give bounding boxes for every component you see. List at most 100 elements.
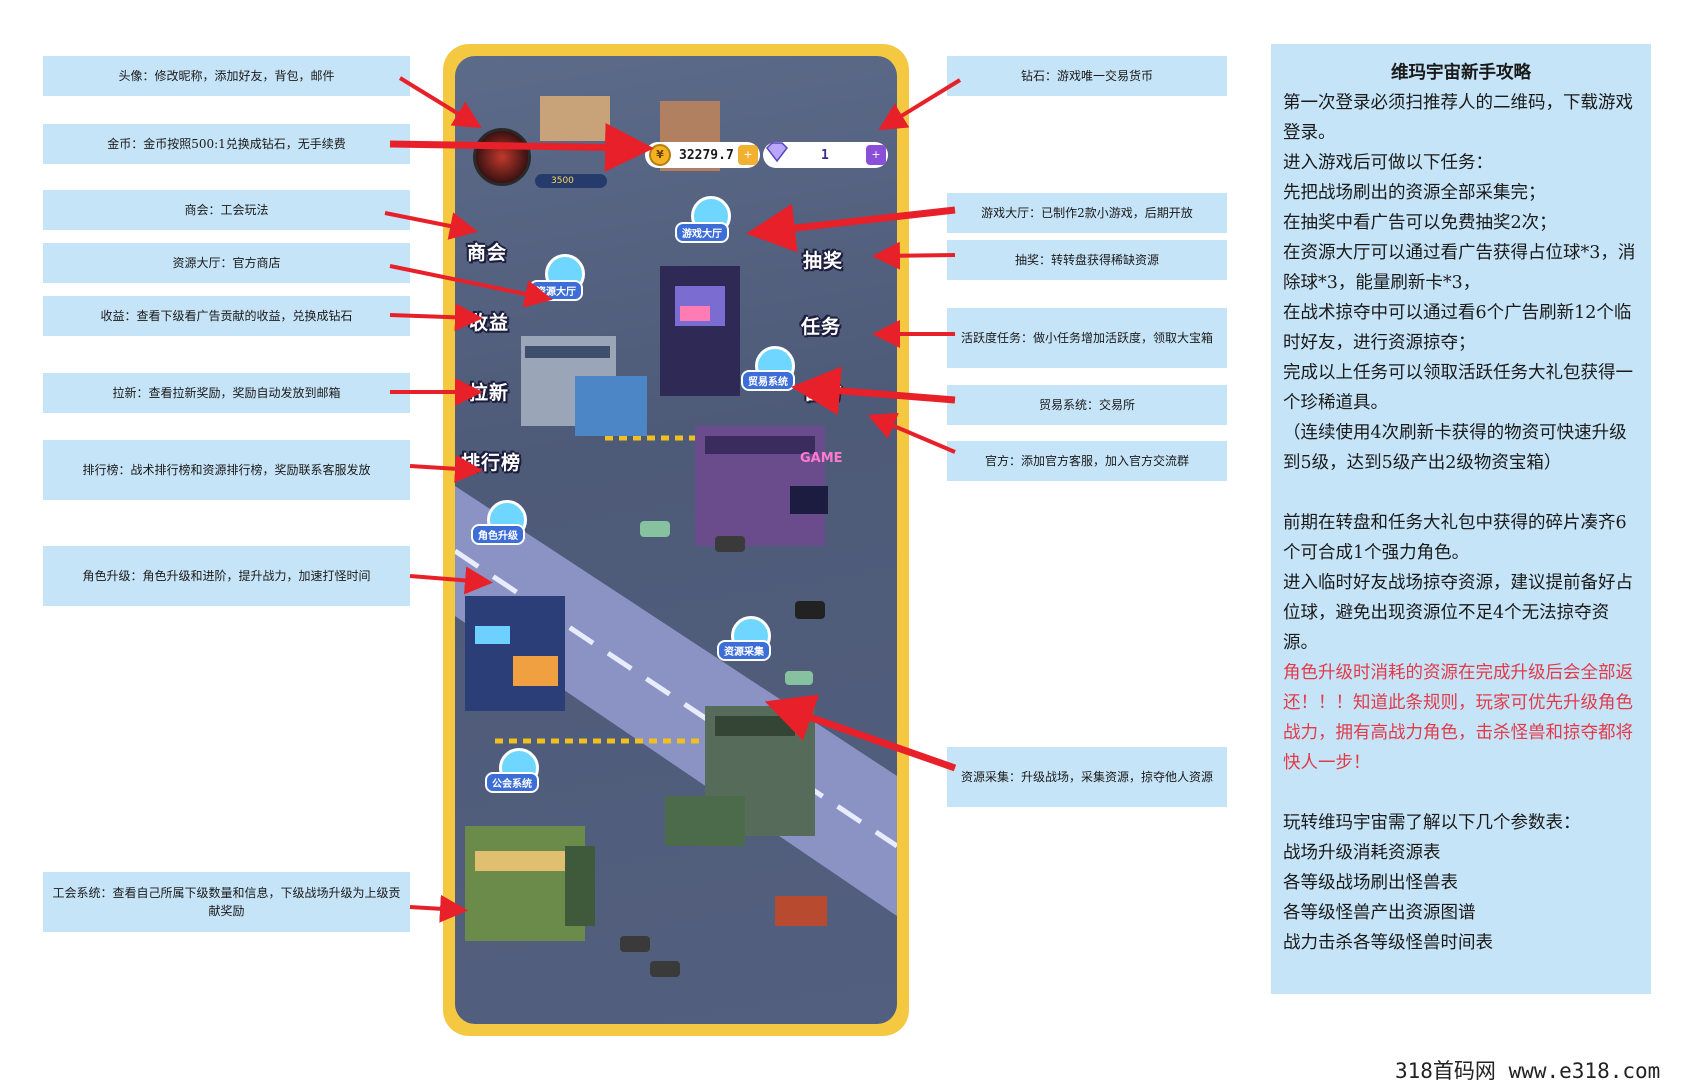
label-invite: 拉新：查看拉新奖励，奖励自动发放到邮箱 xyxy=(43,373,410,413)
tasks-button-label: 任务 xyxy=(801,316,842,338)
income-button[interactable]: 收益 xyxy=(469,308,509,335)
resource-hall-pin-text: 资源大厅 xyxy=(536,287,576,298)
label-gold: 金币：金币按照500:1兑换成钻石，无手续费 xyxy=(43,124,410,164)
car xyxy=(795,601,825,619)
building-game-hall xyxy=(660,266,740,396)
label-avatar-text: 头像：修改昵称，添加好友，背包，邮件 xyxy=(118,69,335,83)
label-guild: 商会：工会玩法 xyxy=(43,190,410,230)
guide-line: 先把战场刷出的资源全部采集完； xyxy=(1283,183,1546,203)
label-resource-hall-text: 资源大厅：官方商店 xyxy=(172,256,281,270)
label-union: 工会系统：查看自己所属下级数量和信息，下级战场升级为上级贡献奖励 xyxy=(43,872,410,932)
label-income-text: 收益：查看下级看广告贡献的收益，兑换成钻石 xyxy=(100,309,353,323)
trade-pin-label[interactable]: 贸易系统 xyxy=(741,370,795,391)
guide-table-item: 各等级怪兽产出资源图谱 xyxy=(1283,903,1476,923)
guide-line: 在资源大厅可以通过看广告获得占位球*3，消除球*3，能量刷新卡*3， xyxy=(1283,243,1636,293)
guide-title: 维玛宇宙新手攻略 xyxy=(1391,63,1531,83)
official-button-label: 官方 xyxy=(803,382,844,404)
resource-hall-pin-label[interactable]: 资源大厅 xyxy=(529,280,583,301)
label-upgrade-text: 角色升级：角色升级和进阶，提升战力，加速打怪时间 xyxy=(82,569,371,583)
diamond-icon xyxy=(766,142,788,162)
phone-frame: 3500 ¥ 32279.7 + 1 + 商会 收益 拉新 排行榜 抽奖 任务 … xyxy=(443,44,909,1036)
guide-line: 前期在转盘和任务大礼包中获得的碎片凑齐6个可合成1个强力角色。 xyxy=(1283,513,1627,563)
building-trade xyxy=(695,426,828,546)
car xyxy=(785,671,813,685)
game-hall-pin-label[interactable]: 游戏大厅 xyxy=(675,222,729,243)
label-collect: 资源采集：升级战场，采集资源，掠夺他人资源 xyxy=(947,747,1227,807)
diamond-value: 1 xyxy=(821,147,829,163)
collect-pin-text: 资源采集 xyxy=(724,647,764,658)
label-lottery: 抽奖：转转盘获得稀缺资源 xyxy=(947,240,1227,280)
lottery-button[interactable]: 抽奖 xyxy=(803,246,843,273)
gold-value: 32279.7 xyxy=(679,147,734,163)
label-trade-text: 贸易系统：交易所 xyxy=(1038,398,1135,412)
guide-line: （连续使用4次刷新卡获得的物资可快速升级到5级，达到5级产出2级物资宝箱） xyxy=(1283,423,1627,473)
label-diamond: 钻石：游戏唯一交易货币 xyxy=(947,56,1227,96)
label-tasks-text: 活跃度任务：做小任务增加活跃度，领取大宝箱 xyxy=(960,331,1213,345)
ranking-button-label: 排行榜 xyxy=(461,452,522,474)
label-ranking-text: 排行榜：战术排行榜和资源排行榜，奖励联系客服发放 xyxy=(82,463,371,477)
label-official-text: 官方：添加官方客服，加入官方交流群 xyxy=(984,454,1189,468)
upgrade-pin-text: 角色升级 xyxy=(478,531,518,542)
trade-pin-text: 贸易系统 xyxy=(748,377,788,388)
union-pin-text: 公会系统 xyxy=(492,779,532,790)
label-trade: 贸易系统：交易所 xyxy=(947,385,1227,425)
building-resource-hall xyxy=(521,336,647,436)
gold-counter[interactable]: ¥ 32279.7 + xyxy=(645,142,760,168)
level-value: 3500 xyxy=(551,176,574,186)
car xyxy=(650,961,680,977)
label-income: 收益：查看下级看广告贡献的收益，兑换成钻石 xyxy=(43,296,410,336)
income-button-label: 收益 xyxy=(469,312,510,334)
label-diamond-text: 钻石：游戏唯一交易货币 xyxy=(1020,69,1153,83)
union-pin-label[interactable]: 公会系统 xyxy=(485,772,539,793)
coin-icon: ¥ xyxy=(649,144,671,166)
guide-line: 进入临时好友战场掠夺资源，建议提前备好占位球，避免出现资源位不足4个无法掠夺资源… xyxy=(1283,573,1633,653)
truck xyxy=(775,896,827,926)
car xyxy=(715,536,745,552)
invite-button[interactable]: 拉新 xyxy=(469,378,509,405)
game-sign: GAME xyxy=(800,451,843,466)
guide-line: 进入游戏后可做以下任务： xyxy=(1283,153,1493,173)
guide-table-item: 战场升级消耗资源表 xyxy=(1283,843,1441,863)
guide-table-item: 战力击杀各等级怪兽时间表 xyxy=(1283,933,1493,953)
watermark: 318首码网 www.e318.com xyxy=(1395,1055,1660,1085)
label-guild-text: 商会：工会玩法 xyxy=(184,203,269,217)
ranking-button[interactable]: 排行榜 xyxy=(461,448,521,475)
guide-panel: 维玛宇宙新手攻略 第一次登录必须扫推荐人的二维码，下载游戏登录。 进入游戏后可做… xyxy=(1271,44,1651,994)
label-union-text: 工会系统：查看自己所属下级数量和信息，下级战场升级为上级贡献奖励 xyxy=(52,886,401,918)
official-button[interactable]: 官方 xyxy=(803,378,843,405)
game-sign-text: GAME xyxy=(800,451,843,466)
game-screen: 3500 ¥ 32279.7 + 1 + 商会 收益 拉新 排行榜 抽奖 任务 … xyxy=(455,56,897,1024)
guide-line: 在战术掠夺中可以通过看6个广告刷新12个临时好友，进行资源掠夺； xyxy=(1283,303,1632,353)
collect-pin-label[interactable]: 资源采集 xyxy=(717,640,771,661)
label-resource-hall: 资源大厅：官方商店 xyxy=(43,243,410,283)
gold-add-button[interactable]: + xyxy=(738,145,758,165)
game-hall-pin-text: 游戏大厅 xyxy=(682,229,722,240)
diamond-add-button[interactable]: + xyxy=(866,145,886,165)
guide-tables-intro: 玩转维玛宇宙需了解以下几个参数表： xyxy=(1283,813,1581,833)
invite-button-label: 拉新 xyxy=(469,382,510,404)
label-ranking: 排行榜：战术排行榜和资源排行榜，奖励联系客服发放 xyxy=(43,440,410,500)
guide-warning: 角色升级时消耗的资源在完成升级后会全部返还！！！知道此条规则，玩家可优先升级角色… xyxy=(1283,663,1633,773)
tasks-button[interactable]: 任务 xyxy=(801,312,841,339)
guide-line: 完成以上任务可以领取活跃任务大礼包获得一个珍稀道具。 xyxy=(1283,363,1633,413)
label-tasks: 活跃度任务：做小任务增加活跃度，领取大宝箱 xyxy=(947,308,1227,368)
upgrade-pin-label[interactable]: 角色升级 xyxy=(471,524,525,545)
guide-line: 第一次登录必须扫推荐人的二维码，下载游戏登录。 xyxy=(1283,93,1633,143)
building-union xyxy=(465,826,595,941)
guild-button-label: 商会 xyxy=(467,242,508,264)
building-upgrade xyxy=(465,596,565,711)
label-game-hall: 游戏大厅：已制作2款小游戏，后期开放 xyxy=(947,193,1227,233)
label-invite-text: 拉新：查看拉新奖励，奖励自动发放到邮箱 xyxy=(112,386,341,400)
guide-line: 在抽奖中看广告可以免费抽奖2次； xyxy=(1283,213,1557,233)
guild-button[interactable]: 商会 xyxy=(467,238,507,265)
avatar[interactable] xyxy=(473,128,531,186)
diamond-counter[interactable]: 1 + xyxy=(763,142,888,168)
label-avatar: 头像：修改昵称，添加好友，背包，邮件 xyxy=(43,56,410,96)
label-collect-text: 资源采集：升级战场，采集资源，掠夺他人资源 xyxy=(960,770,1213,784)
lottery-button-label: 抽奖 xyxy=(803,250,844,272)
label-gold-text: 金币：金币按照500:1兑换成钻石，无手续费 xyxy=(107,137,346,151)
guide-table-item: 各等级战场刷出怪兽表 xyxy=(1283,873,1458,893)
car xyxy=(620,936,650,952)
label-upgrade: 角色升级：角色升级和进阶，提升战力，加速打怪时间 xyxy=(43,546,410,606)
label-official: 官方：添加官方客服，加入官方交流群 xyxy=(947,441,1227,481)
